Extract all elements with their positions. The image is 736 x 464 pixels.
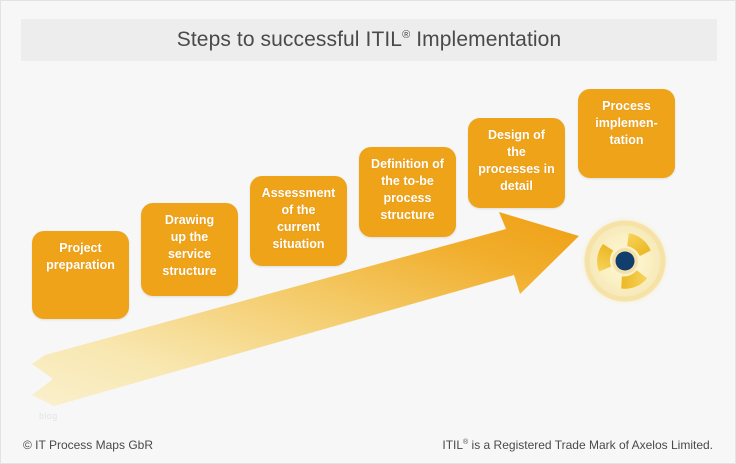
step-box-2[interactable]: Drawing up the service structure bbox=[141, 203, 238, 296]
step-box-label-line: preparation bbox=[46, 258, 115, 272]
step-box-label-line: structure bbox=[162, 264, 217, 278]
step-box-label-line: current bbox=[276, 220, 321, 234]
footer-trademark-notice: ITIL® is a Registered Trade Mark of Axel… bbox=[442, 438, 713, 452]
watermark: blog bbox=[39, 411, 58, 421]
step-box-4[interactable]: Definition of the to-be process structure bbox=[359, 147, 456, 237]
step-box-label-line: up the bbox=[170, 230, 209, 244]
title-band bbox=[21, 19, 717, 61]
step-box-6[interactable]: Process implemen-tation bbox=[578, 89, 675, 178]
step-box-3[interactable]: Assessment of the current situation bbox=[250, 176, 347, 266]
step-box-label-line: situation bbox=[272, 237, 325, 251]
logo-ring bbox=[584, 220, 666, 302]
step-box-1[interactable]: Project preparation bbox=[32, 231, 129, 319]
step-box-label-line: of the bbox=[281, 203, 316, 217]
step-box-label-line: processes in bbox=[478, 162, 555, 176]
step-box-label-line: service bbox=[167, 247, 212, 261]
logo-svg bbox=[579, 215, 671, 307]
step-box-label-line: process bbox=[383, 191, 432, 205]
page-title-text: Steps to successful ITIL® Implementation bbox=[176, 28, 562, 51]
step-box-label-line: the to-be bbox=[381, 174, 434, 188]
page-title: Steps to successful ITIL® Implementation bbox=[21, 19, 717, 61]
footer-copyright: © IT Process Maps GbR bbox=[23, 438, 153, 452]
step-box-label-line: Definition of bbox=[371, 157, 444, 171]
step-box-label-line: implemen- bbox=[595, 116, 658, 130]
logo-blades bbox=[597, 233, 651, 289]
step-box-label-line: tation bbox=[609, 133, 644, 147]
step-box-label-line: Design of bbox=[488, 128, 545, 142]
step-box-label-line: Project bbox=[59, 241, 102, 255]
step-box-label-line: Drawing bbox=[164, 213, 215, 227]
step-box-label-line: detail bbox=[500, 179, 533, 193]
step-box-label-line: Process bbox=[602, 99, 651, 113]
step-box-label-line: structure bbox=[380, 208, 435, 222]
step-box-label-line: the bbox=[507, 145, 526, 159]
step-box-label-line: Assessment bbox=[261, 186, 336, 200]
step-box-5[interactable]: Design of the processes in detail bbox=[468, 118, 565, 208]
logo-core bbox=[615, 251, 635, 271]
it-process-maps-logo bbox=[577, 213, 673, 309]
